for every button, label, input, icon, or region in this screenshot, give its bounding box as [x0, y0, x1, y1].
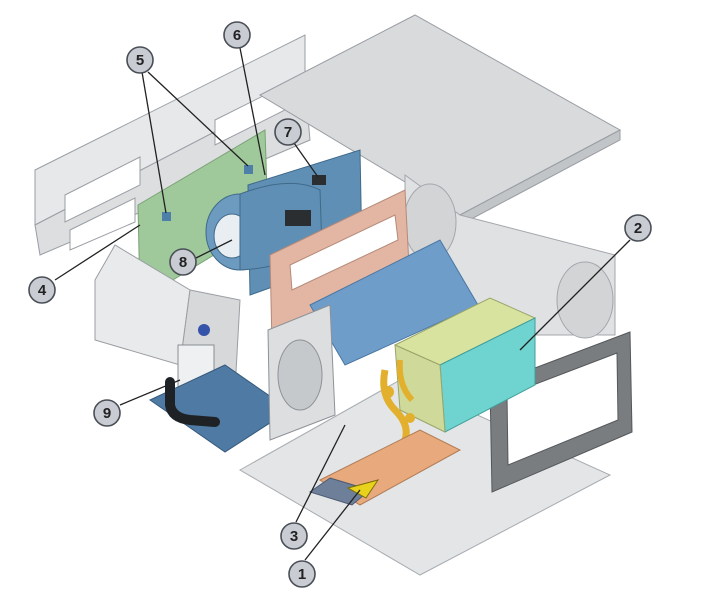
callout-9: 9 — [93, 399, 121, 427]
condensate-pan — [308, 429, 462, 506]
callout-1: 1 — [288, 560, 316, 588]
callout-1-label: 1 — [298, 566, 306, 583]
callout-3: 3 — [280, 522, 308, 550]
callout-2: 2 — [624, 214, 652, 242]
callout-5-label: 5 — [136, 52, 144, 69]
callout-6: 6 — [223, 21, 251, 49]
callout-2-label: 2 — [634, 220, 642, 237]
callout-4: 4 — [28, 276, 56, 304]
base-tray — [238, 379, 612, 576]
callout-9-label: 9 — [103, 405, 111, 422]
rear-frame-panel — [34, 34, 311, 256]
callout-8: 8 — [169, 248, 197, 276]
leader-lines — [54, 47, 631, 561]
callout-3-label: 3 — [290, 528, 298, 545]
callout-4-label: 4 — [38, 282, 47, 299]
side-gasket-panel — [267, 304, 336, 441]
callout-7: 7 — [274, 118, 302, 146]
valve-piping — [380, 359, 415, 442]
callout-7-label: 7 — [284, 124, 292, 141]
coil-assembly — [393, 297, 537, 433]
callout-8-label: 8 — [179, 254, 187, 271]
callout-5: 5 — [126, 46, 154, 74]
callout-6-label: 6 — [233, 27, 241, 44]
drain-hose — [165, 377, 220, 427]
